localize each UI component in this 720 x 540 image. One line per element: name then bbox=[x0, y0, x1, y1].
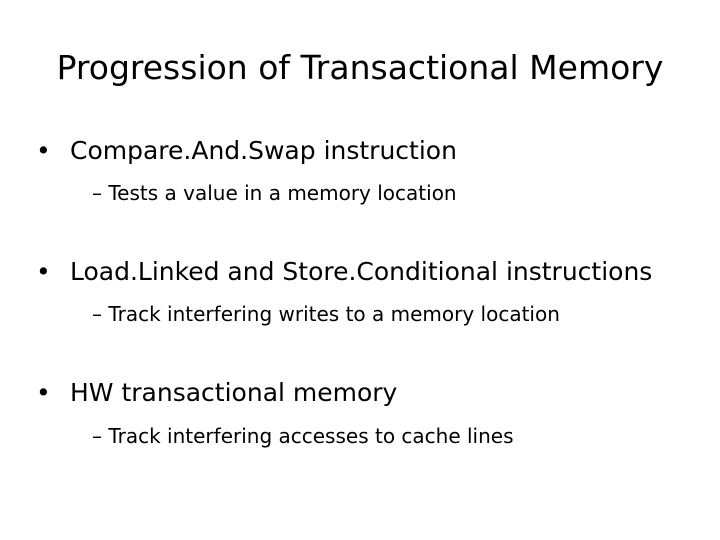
bullet-text: Compare.And.Swap instruction bbox=[70, 136, 457, 165]
bullet-item-hw-transactional-memory: • HW transactional memory bbox=[36, 376, 397, 410]
bullet-text: HW transactional memory bbox=[70, 378, 398, 407]
bullet-dot-icon: • bbox=[36, 257, 51, 286]
sub-bullet-item: – Track interfering accesses to cache li… bbox=[92, 424, 514, 448]
slide-title: Progression of Transactional Memory bbox=[56, 48, 664, 87]
bullet-item-load-linked: • Load.Linked and Store.Conditional instr… bbox=[36, 255, 652, 289]
bullet-text: Load.Linked and Store.Conditional instru… bbox=[70, 257, 653, 286]
bullet-dot-icon: • bbox=[36, 136, 51, 165]
bullet-item-compare-and-swap: • Compare.And.Swap instruction bbox=[36, 134, 457, 168]
sub-bullet-item: – Track interfering writes to a memory l… bbox=[92, 302, 560, 326]
bullet-dot-icon: • bbox=[36, 378, 51, 407]
sub-bullet-item: – Tests a value in a memory location bbox=[92, 181, 457, 205]
